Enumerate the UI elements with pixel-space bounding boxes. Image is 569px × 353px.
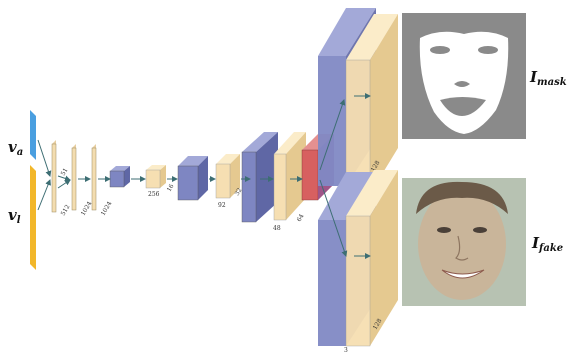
conv-block-2 xyxy=(145,165,166,189)
audio-input-label: va xyxy=(8,138,23,158)
conv-block-5 xyxy=(241,132,278,223)
mask-decoder-cream xyxy=(345,14,398,195)
mask-output-label: Imask xyxy=(529,68,567,88)
fc-label-c: 1024 xyxy=(80,200,94,217)
conv-block-6 xyxy=(273,132,306,221)
conv-label-92: 92 xyxy=(218,202,226,209)
fc-label-a: 51 xyxy=(60,167,70,177)
conv-label-16: 16 xyxy=(166,183,176,193)
fake-output-label: Ifake xyxy=(531,234,563,254)
fc-layer-3 xyxy=(91,144,97,211)
conv-label-32: 32 xyxy=(234,187,244,197)
conv-block-4 xyxy=(215,154,240,199)
fc-label-d: 1024 xyxy=(100,200,114,217)
landmark-input-bar xyxy=(30,165,36,270)
conv-label-64: 64 xyxy=(296,213,306,223)
generated-face-image xyxy=(402,178,526,306)
audio-input-bar xyxy=(30,110,36,160)
conv-block-3 xyxy=(177,156,208,201)
mask-label-128: 128 xyxy=(370,159,382,173)
fc-label-b: 512 xyxy=(60,203,72,217)
fake-label-128: 128 xyxy=(372,317,384,331)
fc-layer-1 xyxy=(51,140,57,213)
fc-layer-2 xyxy=(71,144,77,211)
conv-block-1 xyxy=(109,166,130,188)
fake-decoder-cream xyxy=(345,170,398,347)
landmark-input-label: vl xyxy=(8,206,21,226)
fake-label-3: 3 xyxy=(344,347,348,353)
flow-arrows xyxy=(37,93,371,259)
conv-label-48: 48 xyxy=(273,225,281,232)
conv-label-256: 256 xyxy=(148,191,160,198)
face-mask-image xyxy=(402,13,526,139)
